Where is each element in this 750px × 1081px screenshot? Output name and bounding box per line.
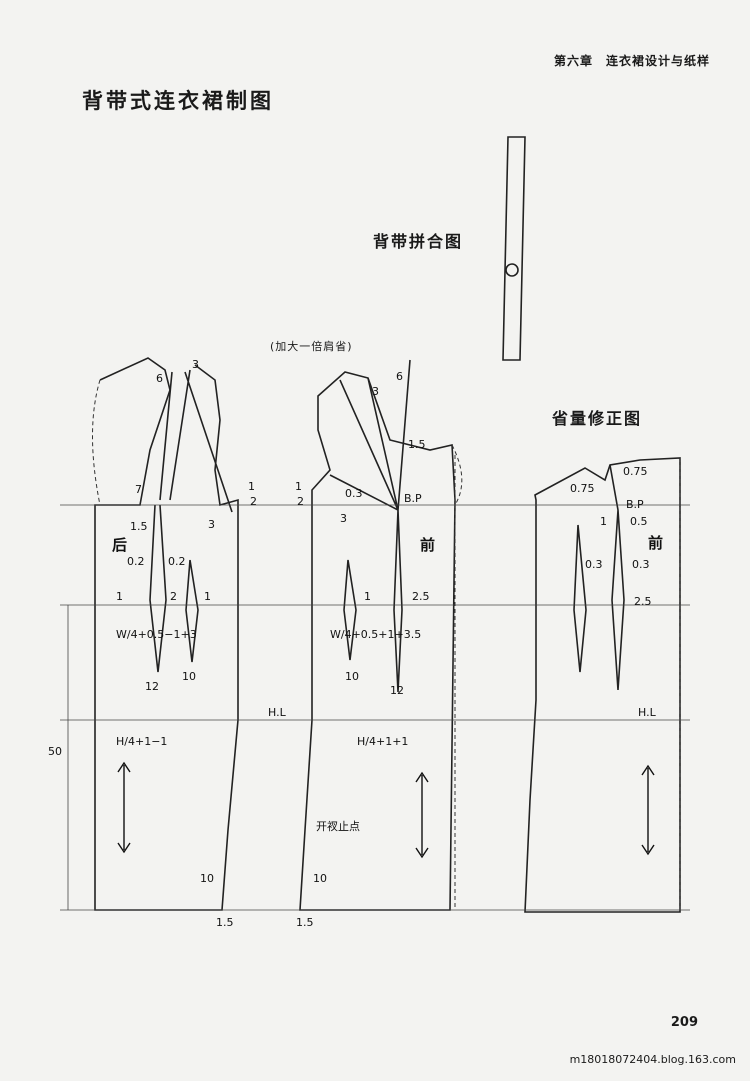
chapter-header: 第六章 连衣裙设计与纸样 <box>553 54 710 68</box>
label-length: 50 <box>48 745 62 758</box>
back-dart-2 <box>185 559 199 663</box>
dart-correction-title: 省量修正图 <box>552 409 643 428</box>
label-corr-2-5: 2.5 <box>634 595 652 608</box>
label-corr-hl: H.L <box>638 706 657 719</box>
front-dart-waist <box>393 509 403 693</box>
label-corr-0-75a: 0.75 <box>623 465 648 478</box>
front-dart-side <box>343 559 357 661</box>
label-back-12: 12 <box>145 680 159 693</box>
label-slit-10a: 10 <box>200 872 214 885</box>
label-slit-10b: 10 <box>313 872 327 885</box>
label-corr-1: 1 <box>600 515 607 528</box>
label-back: 后 <box>112 536 127 554</box>
label-back-10: 10 <box>182 670 196 683</box>
label-front-1: 1 <box>364 590 371 603</box>
page-title: 背带式连衣裙制图 <box>82 89 274 113</box>
page-number: 209 <box>670 1015 698 1030</box>
label-back-0-2b: 0.2 <box>168 555 186 568</box>
label-back-3b: 3 <box>208 518 215 531</box>
label-2a: 2 <box>250 495 257 508</box>
label-slit-stop: 开衩止点 <box>316 820 360 833</box>
correction-dart-a <box>609 464 625 691</box>
label-corr-0-3a: 0.3 <box>585 558 603 571</box>
label-front-3: 3 <box>372 385 379 398</box>
dart-note: (加大一倍肩省) <box>270 340 353 353</box>
label-waist-back: W/4+0.5−1+3 <box>116 628 197 641</box>
label-front-12: 12 <box>390 684 404 697</box>
label-back-7: 7 <box>135 483 142 496</box>
label-hip-front: H/4+1+1 <box>357 735 408 748</box>
label-0-3: 0.3 <box>345 487 363 500</box>
label-front-10: 10 <box>345 670 359 683</box>
label-hem-1-5b: 1.5 <box>296 916 314 929</box>
strap-piece <box>502 136 526 361</box>
watermark: m18018072404.blog.163.com <box>569 1053 736 1066</box>
label-back-3: 3 <box>192 358 199 371</box>
front-armhole-dashed <box>451 444 463 506</box>
label-back-1b: 1 <box>204 590 211 603</box>
label-hip-back: H/4+1−1 <box>116 735 167 748</box>
label-corr-0-75b: 0.75 <box>570 482 595 495</box>
label-3c: 3 <box>340 512 347 525</box>
label-2b: 2 <box>297 495 304 508</box>
label-back-1-5: 1.5 <box>130 520 148 533</box>
label-1-arrow-b: 1 <box>295 480 302 493</box>
back-armhole-dashed <box>92 379 101 506</box>
label-corr-bp: B.P <box>626 498 644 511</box>
label-front-1-5: 1.5 <box>408 438 426 451</box>
label-front-6: 6 <box>396 370 403 383</box>
label-corr-front: 前 <box>648 534 663 552</box>
label-bp: B.P <box>404 492 422 505</box>
label-back-2: 2 <box>170 590 177 603</box>
back-strap <box>159 369 233 513</box>
label-hem-1-5a: 1.5 <box>216 916 234 929</box>
correction-dart-b <box>573 524 587 673</box>
label-corr-0-5: 0.5 <box>630 515 648 528</box>
front-strap <box>329 359 411 511</box>
strap-diagram-title: 背带拼合图 <box>373 232 464 251</box>
back-grain-arrow <box>117 761 131 854</box>
front-grain-arrow <box>415 771 429 859</box>
label-front-2-5: 2.5 <box>412 590 430 603</box>
label-corr-0-3b: 0.3 <box>632 558 650 571</box>
back-dart-1 <box>149 504 167 673</box>
label-front: 前 <box>420 536 435 554</box>
label-back-6: 6 <box>156 372 163 385</box>
label-back-0-2a: 0.2 <box>127 555 145 568</box>
correction-grain-arrow <box>641 764 655 856</box>
label-back-1a: 1 <box>116 590 123 603</box>
label-waist-front: W/4+0.5+1+3.5 <box>330 628 421 641</box>
strap-button <box>505 263 519 277</box>
label-hl: H.L <box>268 706 287 719</box>
label-1-arrow: 1 <box>248 480 255 493</box>
